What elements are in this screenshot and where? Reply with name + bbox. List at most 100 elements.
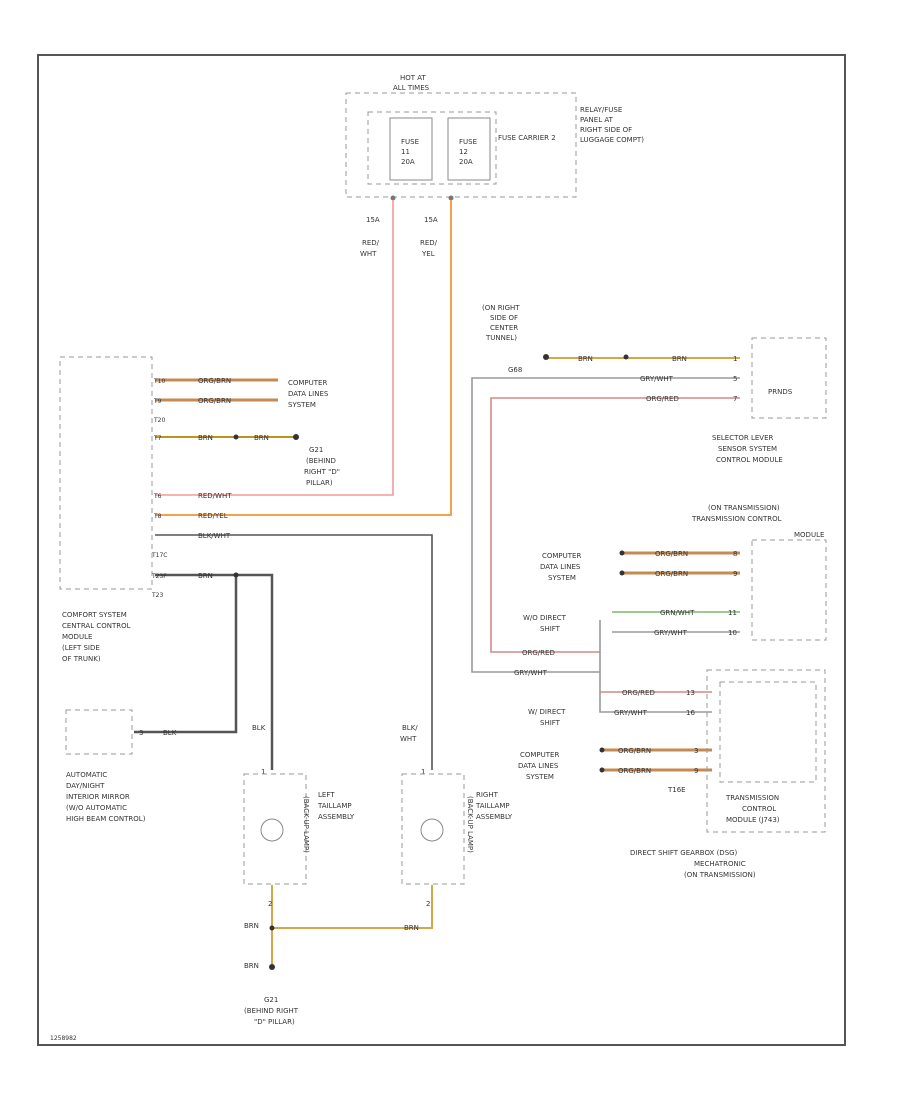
splice-mirror [233,572,239,578]
fuse-12-amp-label: 15A [424,216,438,224]
mirror-label-3: INTERIOR MIRROR [66,793,130,801]
mech-wire-org-brn-2: ORG/BRN [618,767,651,775]
tcm-wire-4: GRY/WHT [654,629,688,637]
brn-label-3: BRN [244,962,259,970]
fuse-11-terminal [390,195,396,201]
comfort-label-4: (LEFT SIDE [62,644,100,652]
mech-pin-16: 16 [686,709,695,717]
tcm-wo-direct-2: SHIFT [540,625,561,633]
tcm-pin-11: 11 [728,609,737,617]
corner-id: 1258982 [50,1035,77,1042]
g68-code: G68 [508,366,522,374]
left-lamp-pin-1: 1 [261,768,265,776]
right-lamp-wire-2: WHT [400,735,417,743]
fuse-12-wire-color-2: YEL [421,250,435,258]
tcm-wire-1: ORG/BRN [655,550,688,558]
g21-bottom-label-2: (BEHIND RIGHT [244,1007,299,1015]
left-lamp-bulb-icon [260,818,284,842]
selector-pin-1: 1 [733,355,737,363]
mech-w-direct-1: W/ DIRECT [528,708,566,716]
fuse-11-label: FUSE [401,138,419,146]
relay-panel-line-1: RELAY/FUSE [580,106,622,114]
comfort-wire-brn-1: BRN [198,434,213,442]
mechatronic-module: W/ DIRECT SHIFT ORG/RED GRY/WHT ORG/BRN … [518,669,826,879]
comfort-computer-3: SYSTEM [288,401,316,409]
fuse-11-rating: 20A [401,158,415,166]
tcm-data-arrow-2 [619,570,625,576]
mech-computer-2: DATA LINES [518,762,559,770]
wire-brn-t23f [155,573,274,770]
left-lamp-label-1: LEFT [318,791,335,799]
g68-ground-point [543,354,549,360]
mirror-label-4: (W/O AUTOMATIC [66,804,127,812]
g68-wire-label-2: BRN [672,355,687,363]
mech-wire-org-brn-1: ORG/BRN [618,747,651,755]
g21-label-2: (BEHIND [306,457,336,465]
wires [134,200,740,965]
hot-at-label: HOT AT [400,74,427,82]
g68-line-1: (ON RIGHT [482,304,520,312]
fuse-12-terminal [448,195,454,201]
comfort-connector-t23: T23 [151,592,163,599]
wire-shift-bus [599,620,712,713]
prnds-label: PRNDS [768,388,793,396]
comfort-label-1: COMFORT SYSTEM [62,611,127,619]
mech-computer-3: SYSTEM [526,773,554,781]
tcm-wire-2: ORG/BRN [655,570,688,578]
wire-blk-wht [155,534,433,770]
left-backup-label: (BACK-UP LAMP) [302,796,310,853]
fuse-11-wire-color-2: WHT [360,250,377,258]
right-lamp-pin-1: 1 [421,768,425,776]
selector-wire-org-red: ORG/RED [646,395,679,403]
comfort-connector-t20: T20 [153,417,165,424]
mech-label-3: MODULE (J743) [726,816,780,824]
g21-bottom-ground-point [269,964,275,970]
left-lamp-pin-2: 2 [268,900,272,908]
tcm-computer-2: DATA LINES [540,563,581,571]
selector-module-box [751,337,827,419]
g68-line-3: CENTER [490,324,518,332]
comfort-computer-1: COMPUTER [288,379,327,387]
tcm-pin-10: 10 [728,629,737,637]
mech-w-direct-2: SHIFT [540,719,561,727]
fuse-carrier-box [367,111,497,185]
fuse-12-label: FUSE [459,138,477,146]
left-taillamp-box [243,773,307,885]
relay-panel-line-2: PANEL AT [580,116,614,124]
fuse-12-rating: 20A [459,158,473,166]
mirror-pin: 3 [139,729,143,737]
fuse-12-box [447,117,491,181]
comfort-label-3: MODULE [62,633,92,641]
comfort-computer-2: DATA LINES [288,390,329,398]
left-lamp-label-3: ASSEMBLY [318,813,355,821]
selector-lever-module: PRNDS 1 5 7 GRY/WHT ORG/RED SELECTOR LEV… [640,337,827,464]
right-lamp-label-3: ASSEMBLY [476,813,513,821]
fuse-panel: HOT AT ALL TIMES FUSE 11 20A FUSE 12 20A… [345,74,644,258]
comfort-label-5: OF TRUNK) [62,655,101,663]
relay-fuse-panel-box [345,92,577,198]
right-backup-label: (BACK-UP LAMP) [466,796,474,853]
mech-wire-org-red: ORG/RED [622,689,655,697]
mechatronic-box [719,681,817,783]
mech-wire-gry-wht: GRY/WHT [614,709,648,717]
tcm-wire-gry-wht: GRY/WHT [514,669,548,677]
brn-label-1: BRN [244,922,259,930]
g21-label-1: G21 [309,446,323,454]
dsg-outer-box [706,669,826,833]
transmission-control-module: (ON TRANSMISSION) TRANSMISSION CONTROL M… [514,504,827,677]
selector-label-3: CONTROL MODULE [716,456,783,464]
mech-label-2: CONTROL [742,805,776,813]
comfort-module-box [59,356,153,590]
comfort-wire-red-yel: RED/YEL [198,512,228,520]
comfort-wire-org-brn-2: ORG/BRN [198,397,231,405]
selector-pin-7: 7 [733,395,737,403]
selector-label-1: SELECTOR LEVER [712,434,773,442]
comfort-pin-t10: T10 [153,378,165,385]
fuse-carrier-label: FUSE CARRIER 2 [498,134,556,142]
tcm-header-2: TRANSMISSION CONTROL [691,515,782,523]
wire-red-wht [155,200,394,496]
right-lamp-label-2: TAILLAMP [475,802,510,810]
fuse-12-wire-color-1: RED/ [420,239,438,247]
tcm-header-3: MODULE [794,531,824,539]
